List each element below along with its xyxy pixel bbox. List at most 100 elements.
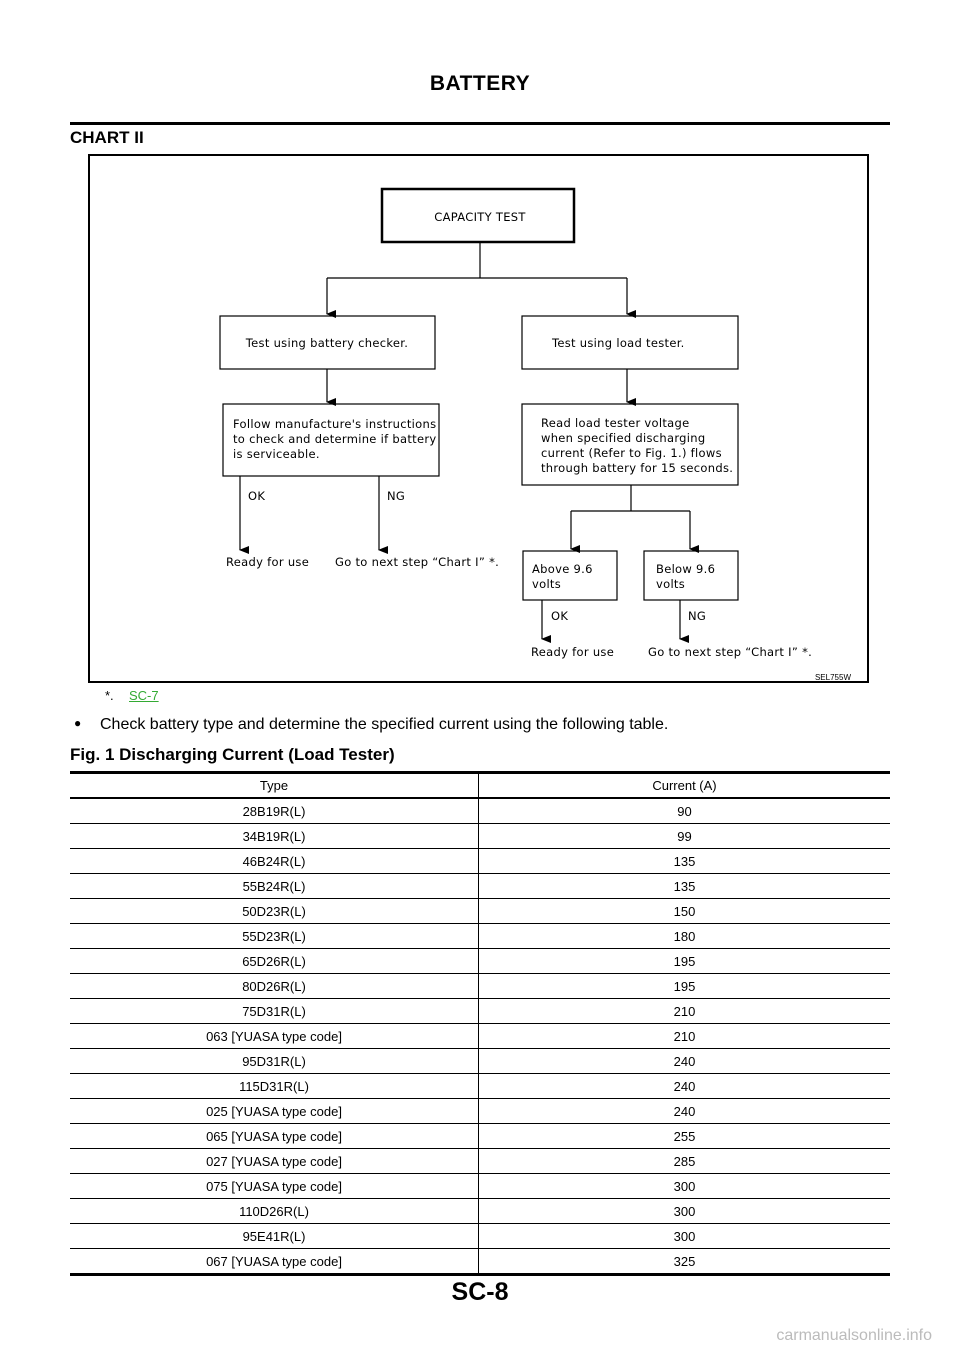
capacity-test-label: CAPACITY TEST — [434, 210, 526, 224]
battery-type-cell: 28B19R(L) — [70, 798, 479, 824]
current-cell: 135 — [478, 848, 890, 874]
footnote: *. SC-7 — [105, 688, 159, 703]
current-cell: 255 — [478, 1123, 890, 1149]
table-row: 110D26R(L)300 — [70, 1198, 890, 1224]
load-tester-box — [521, 315, 739, 370]
table-row: 75D31R(L)210 — [70, 998, 890, 1024]
table-row: 55D23R(L)180 — [70, 923, 890, 949]
battery-type-cell: 80D26R(L) — [70, 973, 479, 999]
battery-type-cell: 065 [YUASA type code] — [70, 1123, 479, 1149]
current-cell: 240 — [478, 1098, 890, 1124]
left-step2-line: is serviceable. — [233, 447, 320, 461]
figure-code: SEL755W — [815, 673, 851, 682]
table-row: 65D26R(L)195 — [70, 948, 890, 974]
battery-type-cell: 110D26R(L) — [70, 1198, 479, 1224]
battery-type-cell: 075 [YUASA type code] — [70, 1173, 479, 1199]
battery-type-cell: 063 [YUASA type code] — [70, 1023, 479, 1049]
above-voltage-line: Above 9.6 — [532, 562, 593, 576]
battery-type-cell: 115D31R(L) — [70, 1073, 479, 1099]
battery-type-cell: 027 [YUASA type code] — [70, 1148, 479, 1174]
table-row: 80D26R(L)195 — [70, 973, 890, 999]
table-row: 075 [YUASA type code]300 — [70, 1173, 890, 1199]
table-row: 95D31R(L)240 — [70, 1048, 890, 1074]
left-ok-result: Ready for use — [226, 555, 309, 569]
battery-type-cell: 50D23R(L) — [70, 898, 479, 924]
watermark: carmanualsonline.info — [776, 1327, 932, 1344]
battery-type-cell: 46B24R(L) — [70, 848, 479, 874]
current-cell: 210 — [478, 1023, 890, 1049]
page-header: BATTERY — [429, 72, 531, 95]
load-tester-label: Test using load tester. — [551, 336, 685, 350]
right-step2-line: current (Refer to Fig. 1.) flows — [541, 446, 722, 460]
current-cell: 325 — [673, 1253, 696, 1269]
battery-type-cell: 34B19R(L) — [70, 823, 479, 849]
battery-type-cell: 65D26R(L) — [70, 948, 479, 974]
current-cell: 210 — [478, 998, 890, 1024]
right-ng-result: Go to next step “Chart I” *. — [648, 645, 812, 659]
battery-type-cell: 067 [YUASA type code] — [70, 1248, 479, 1275]
battery-type-cell: 025 [YUASA type code] — [70, 1098, 479, 1124]
right-ok-label: OK — [551, 609, 568, 623]
table-row: 065 [YUASA type code]255 — [70, 1123, 890, 1149]
table-row: 027 [YUASA type code]285 — [70, 1148, 890, 1174]
table-title: Fig. 1 Discharging Current (Load Tester) — [70, 745, 395, 764]
flowchart-figure: CAPACITY TEST Test using battery checker… — [88, 154, 869, 683]
bullet-text: Check battery type and determine the spe… — [100, 716, 669, 733]
section-title: CHART II — [70, 128, 144, 147]
table-row: 95E41R(L)300 — [70, 1223, 890, 1249]
table-row: 115D31R(L)240 — [70, 1073, 890, 1099]
right-step2-line: Read load tester voltage — [541, 416, 690, 430]
flowchart-svg: CAPACITY TEST Test using battery checker… — [219, 187, 851, 682]
left-ng-label: NG — [387, 489, 405, 503]
table-row: 067 [YUASA type code] 325 — [70, 1248, 890, 1275]
load-tester-voltage-box — [521, 403, 739, 486]
left-step2-line: to check and determine if battery — [233, 432, 437, 446]
battery-type-cell: 55B24R(L) — [70, 873, 479, 899]
above-voltage-line: volts — [532, 577, 561, 591]
header-type: Type — [70, 772, 479, 799]
current-cell: 195 — [478, 973, 890, 999]
table-row: 063 [YUASA type code]210 — [70, 1023, 890, 1049]
battery-type-cell: 55D23R(L) — [70, 923, 479, 949]
battery-type-cell: 75D31R(L) — [70, 998, 479, 1024]
current-cell: 300 — [478, 1223, 890, 1249]
capacity-test-box — [380, 187, 576, 244]
left-step2-line: Follow manufacture's instructions — [233, 417, 436, 431]
sc-7-link[interactable]: SC-7 — [129, 688, 159, 703]
table-row: 46B24R(L)135 — [70, 848, 890, 874]
battery-type-cell: 95D31R(L) — [70, 1048, 479, 1074]
right-ng-label: NG — [688, 609, 706, 623]
below-voltage-box — [643, 550, 739, 601]
table-row: 55B24R(L)135 — [70, 873, 890, 899]
bullet-line: ● Check battery type and determine the sp… — [74, 716, 668, 734]
current-cell: 240 — [478, 1073, 890, 1099]
below-voltage-line: Below 9.6 — [656, 562, 715, 576]
above-voltage-box — [522, 550, 618, 601]
battery-checker-label: Test using battery checker. — [245, 336, 408, 350]
bullet-icon: ● — [74, 716, 82, 730]
manufacturer-instructions-box — [222, 403, 440, 477]
below-voltage-line: volts — [656, 577, 685, 591]
table-row: 50D23R(L)150 — [70, 898, 890, 924]
header-current: Current (A) — [478, 772, 890, 799]
current-cell: 150 — [478, 898, 890, 924]
right-step2-line: when specified discharging — [541, 431, 705, 445]
current-cell: 99 — [478, 823, 890, 849]
current-cell: 240 — [478, 1048, 890, 1074]
footnote-marker: *. — [105, 688, 114, 703]
current-cell: 195 — [478, 948, 890, 974]
current-cell: 135 — [478, 873, 890, 899]
battery-type-cell: 95E41R(L) — [70, 1223, 479, 1249]
table-row: 025 [YUASA type code]240 — [70, 1098, 890, 1124]
current-cell: 300 — [478, 1198, 890, 1224]
current-cell: 285 — [478, 1148, 890, 1174]
header-rule — [70, 122, 890, 125]
right-ok-result: Ready for use — [531, 645, 614, 659]
table-row: 34B19R(L)99 — [70, 823, 890, 849]
left-ok-label: OK — [248, 489, 265, 503]
table-header-row: Type Current (A) — [70, 772, 890, 799]
page-number: SC-8 — [451, 1278, 509, 1306]
current-cell: 90 — [478, 798, 890, 824]
